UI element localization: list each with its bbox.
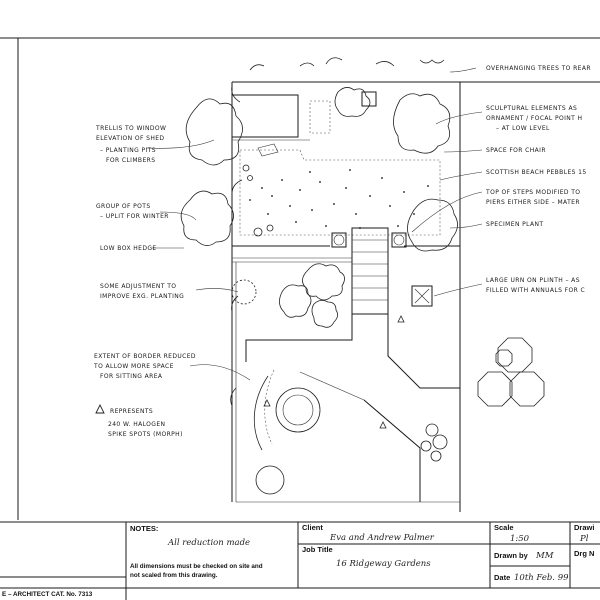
- catalog-number: E – ARCHITECT CAT. No. 7313: [2, 591, 93, 598]
- note-overhanging: OVERHANGING TREES TO REAR: [486, 65, 591, 72]
- note-pits-1: – PLANTING PITS: [100, 147, 156, 154]
- note-urn-2: FILLED WITH ANNUALS FOR C: [486, 287, 585, 294]
- chair-space: [257, 143, 279, 157]
- annotations: OVERHANGING TREES TO REAR TRELLIS TO WIN…: [93, 65, 591, 438]
- note-sculptural-3: – AT LOW LEVEL: [496, 125, 550, 132]
- scale-label: Scale: [494, 523, 514, 532]
- steps: [351, 227, 389, 315]
- lamp-legend-icon: [95, 403, 105, 414]
- note-extent-3: FOR SITTING AREA: [100, 373, 163, 380]
- drawing-value: Pl: [579, 534, 589, 544]
- site-plan: [180, 57, 600, 512]
- lower-lawn-edge: [235, 262, 460, 503]
- drawn-by-value: MM: [535, 551, 554, 561]
- urn-on-plinth: [411, 285, 433, 307]
- client-value: Eva and Andrew Palmer: [329, 533, 435, 543]
- note-top-steps-2: PIERS EITHER SIDE – MATER: [486, 199, 580, 206]
- step-piers: [331, 232, 407, 248]
- path-edge-right: [387, 300, 460, 389]
- note-top-steps-1: TOP OF STEPS MODIFIED TO: [485, 189, 580, 196]
- note-adjust-2: IMPROVE EXG. PLANTING: [100, 293, 184, 300]
- note-space-chair: SPACE FOR CHAIR: [486, 147, 546, 154]
- shed: [231, 94, 299, 138]
- note-urn-1: LARGE URN ON PLINTH – AS: [486, 277, 580, 284]
- octagon-pavers: [477, 337, 545, 407]
- notes-label: NOTES:: [130, 524, 158, 533]
- pebble-bed: [239, 149, 441, 236]
- drawn-by-label: Drawn by: [494, 551, 529, 560]
- dimensions-note-1: All dimensions must be checked on site a…: [130, 563, 263, 570]
- note-scottish: SCOTTISH BEACH PEBBLES 15: [486, 169, 587, 176]
- note-sculptural-1: SCULPTURAL ELEMENTS AS: [486, 105, 577, 112]
- note-represents: REPRESENTS: [110, 408, 153, 415]
- sculptural-element: [361, 91, 377, 107]
- title-block: NOTES: All reduction made All dimensions…: [0, 521, 600, 600]
- drawing-label: Drawi: [574, 523, 594, 532]
- path-diagonal: [299, 371, 365, 401]
- scale-value: 1:50: [510, 534, 530, 544]
- note-halogen-1: 240 W. HALOGEN: [108, 421, 165, 428]
- path-edge-lower: [363, 399, 421, 502]
- notes-handwritten: All reduction made: [167, 538, 250, 548]
- note-extent-1: EXTENT OF BORDER REDUCED: [94, 353, 196, 360]
- drg-no-label: Drg N: [574, 549, 594, 558]
- date-value: 10th Feb. 99: [514, 573, 569, 583]
- job-title-label: Job Title: [302, 545, 333, 554]
- note-pots-1: GROUP OF POTS: [96, 203, 151, 210]
- upper-trees: [180, 57, 458, 407]
- note-specimen: SPECIMEN PLANT: [486, 221, 544, 228]
- client-label: Client: [302, 523, 323, 532]
- note-low-box: LOW BOX HEDGE: [100, 245, 157, 252]
- job-title-value: 16 Ridgeway Gardens: [336, 559, 431, 569]
- note-trellis-2: ELEVATION OF SHED: [96, 135, 164, 142]
- note-trellis-1: TRELLIS TO WINDOW: [95, 125, 166, 132]
- note-pits-2: FOR CLIMBERS: [106, 157, 155, 164]
- sitting-area-edge: [245, 314, 353, 362]
- trellis-panel: [309, 100, 331, 134]
- note-sculptural-2: ORNAMENT / FOCAL POINT H: [486, 115, 582, 122]
- leader-lines: [145, 67, 483, 381]
- lower-shrubs: [231, 263, 448, 462]
- note-pots-2: – UPLIT FOR WINTER: [100, 213, 169, 220]
- halogen-lamps: [263, 315, 405, 429]
- sitting-area: [253, 369, 321, 495]
- note-extent-2: TO ALLOW MORE SPACE: [93, 363, 174, 370]
- dimensions-note-2: not scaled from this drawing.: [130, 572, 218, 579]
- date-label: Date: [494, 573, 510, 582]
- potted-plants: [242, 164, 274, 237]
- note-adjust-1: SOME ADJUSTMENT TO: [100, 283, 176, 290]
- pebbles: [249, 169, 429, 229]
- note-halogen-2: SPIKE SPOTS (MORPH): [108, 431, 183, 438]
